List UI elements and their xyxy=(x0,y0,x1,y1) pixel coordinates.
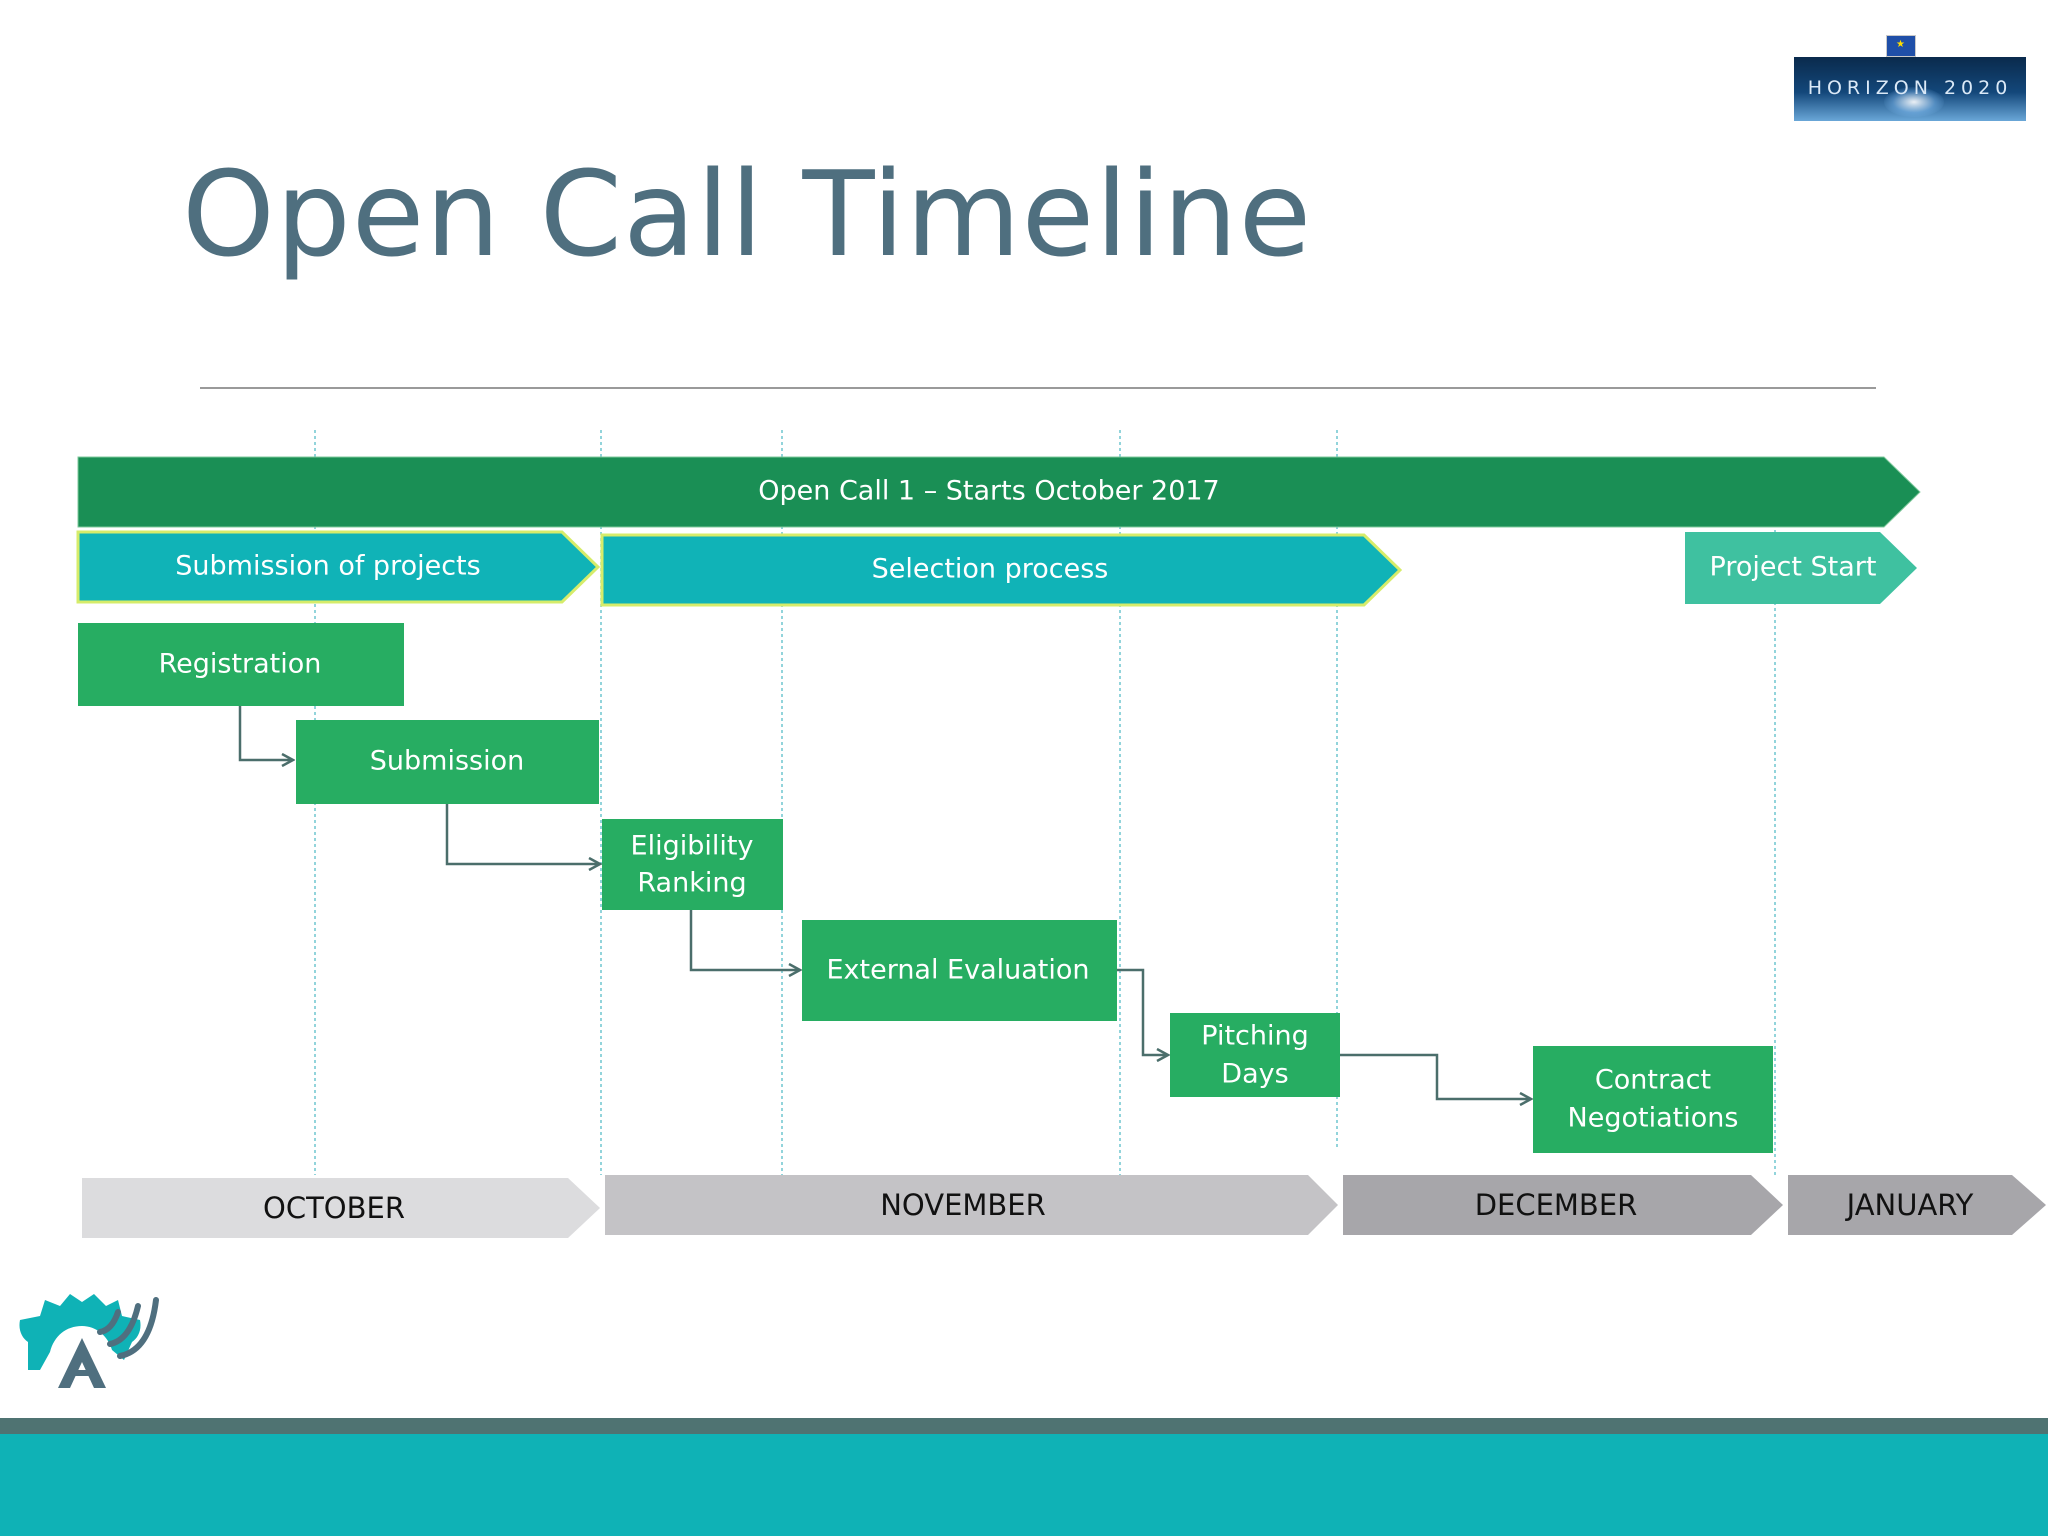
month-january: JANUARY xyxy=(1788,1175,2046,1235)
gear-a-logo-icon xyxy=(19,1294,159,1388)
step-eligibility-label-line2: Ranking xyxy=(637,868,746,899)
phase-project-start-label: Project Start xyxy=(1710,552,1877,583)
eu-flag-icon xyxy=(1886,35,1916,57)
open-call-banner-label: Open Call 1 – Starts October 2017 xyxy=(758,476,1219,507)
step-submission: Submission xyxy=(296,720,599,804)
step-submission-label: Submission xyxy=(370,746,524,777)
connector-arrow xyxy=(1340,1053,1531,1099)
step-contract-label-line1: Contract xyxy=(1595,1065,1711,1096)
slide-title: Open Call Timeline xyxy=(182,145,1313,283)
footer-band xyxy=(0,1434,2048,1536)
globe-glow-icon xyxy=(1884,87,1944,117)
step-pitching-label-line1: Pitching xyxy=(1201,1021,1309,1052)
step-external-evaluation: External Evaluation xyxy=(802,920,1117,1021)
month-october-label: OCTOBER xyxy=(263,1191,405,1225)
footer-divider xyxy=(0,1418,2048,1434)
horizon-logo-text: HORIZON 2020 xyxy=(1807,77,2013,99)
phase-project-start: Project Start xyxy=(1685,532,1917,604)
step-eligibility-label-line1: Eligibility xyxy=(631,831,754,862)
connector-arrow xyxy=(445,804,600,864)
open-call-banner: Open Call 1 – Starts October 2017 xyxy=(77,456,1921,528)
step-pitching-label-line2: Days xyxy=(1221,1059,1288,1090)
title-divider xyxy=(200,387,1876,389)
step-contract-negotiations: Contract Negotiations xyxy=(1533,1046,1773,1153)
phase-selection-label: Selection process xyxy=(872,554,1109,585)
connector-arrow xyxy=(689,910,800,970)
step-eligibility-ranking: Eligibility Ranking xyxy=(602,819,783,910)
step-pitching-days: Pitching Days xyxy=(1170,1013,1340,1097)
connector-arrow xyxy=(238,706,293,760)
step-registration: Registration xyxy=(78,623,404,706)
phase-selection-process: Selection process xyxy=(600,533,1403,607)
month-december-label: DECEMBER xyxy=(1475,1188,1638,1222)
month-january-label: JANUARY xyxy=(1845,1188,1974,1222)
step-external-evaluation-label: External Evaluation xyxy=(826,955,1089,986)
phase-submission-label: Submission of projects xyxy=(175,551,480,582)
step-connectors xyxy=(238,706,1531,1099)
month-november-label: NOVEMBER xyxy=(880,1188,1046,1222)
step-contract-label-line2: Negotiations xyxy=(1568,1103,1739,1134)
phase-submission-of-projects: Submission of projects xyxy=(76,530,601,604)
horizon-2020-logo: HORIZON 2020 xyxy=(1794,35,2026,121)
month-october: OCTOBER xyxy=(82,1178,600,1238)
month-november: NOVEMBER xyxy=(605,1175,1338,1235)
step-registration-label: Registration xyxy=(159,649,322,680)
connector-arrow xyxy=(1117,968,1168,1055)
month-december: DECEMBER xyxy=(1343,1175,1783,1235)
